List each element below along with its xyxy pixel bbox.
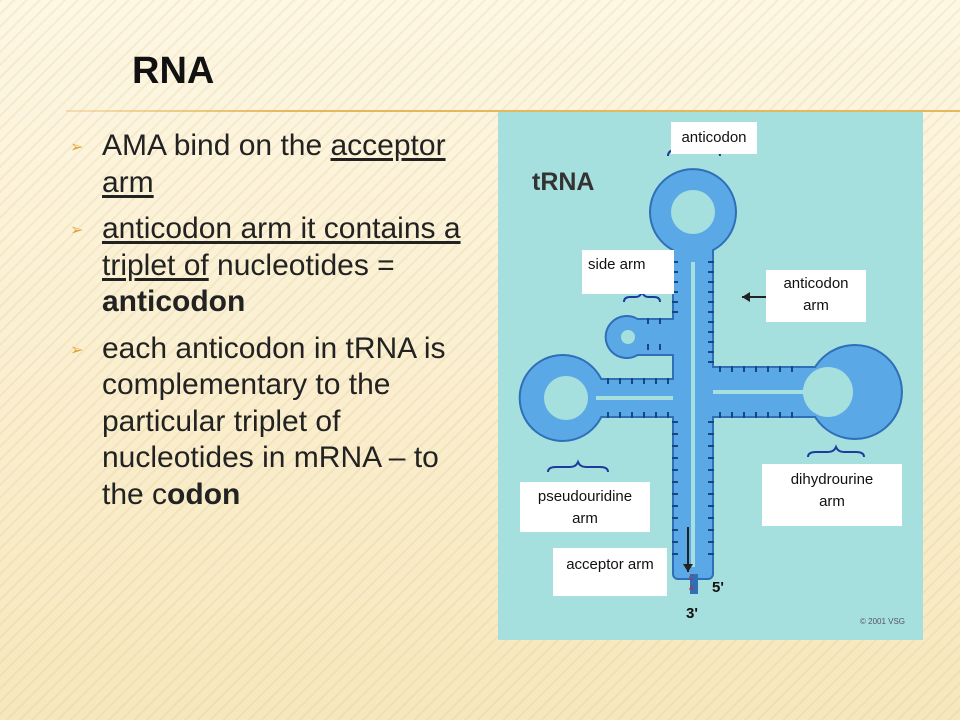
bullet-text: each anticodon in tRNA is complementary … — [102, 331, 446, 511]
three-prime-end: 3' — [686, 605, 698, 622]
cca-bases: A — [689, 585, 694, 592]
label-side-arm: side arm — [582, 250, 674, 294]
svg-text:arm: arm — [803, 297, 829, 314]
trna-diagram-svg: A C tRNA 5' 3' © 2001 VSG anticodon sid — [518, 122, 905, 626]
bullet-item: ➢ AMA bind on the acceptor arm — [64, 128, 472, 201]
bullet-item: ➢ each anticodon in tRNA is complementar… — [64, 331, 472, 514]
slide-title: RNA — [132, 50, 215, 92]
dihydrourine-loop-hole — [803, 367, 853, 417]
svg-text:anticodon: anticodon — [681, 129, 746, 146]
stem-groove — [596, 262, 813, 567]
svg-text:arm: arm — [572, 510, 598, 527]
svg-text:arm: arm — [819, 493, 845, 510]
arrow-bullet-icon: ➢ — [70, 341, 84, 359]
label-acceptor-arm: acceptor arm — [553, 548, 667, 596]
trna-diagram: A C tRNA 5' 3' © 2001 VSG anticodon sid — [498, 112, 923, 640]
trna-body — [520, 170, 901, 578]
label-anticodon: anticodon — [671, 122, 757, 154]
diagram-heading: tRNA — [532, 168, 595, 196]
pseudouridine-loop-hole — [544, 376, 588, 420]
five-prime-end: 5' — [712, 579, 724, 596]
bullet-text: anticodon arm it contains a triplet of n… — [102, 212, 461, 318]
label-anticodon-arm: anticodon arm — [766, 270, 866, 322]
anticodon-loop-hole — [671, 190, 715, 234]
arrow-bullet-icon: ➢ — [70, 139, 84, 156]
svg-text:acceptor arm: acceptor arm — [566, 556, 654, 573]
bullet-list: ➢ AMA bind on the acceptor arm ➢ anticod… — [64, 128, 472, 523]
svg-text:pseudouridine: pseudouridine — [538, 488, 632, 505]
bullet-item: ➢ anticodon arm it contains a triplet of… — [64, 211, 472, 321]
cca-bases: C — [689, 575, 694, 582]
label-pseudouridine-arm: pseudouridine arm — [520, 482, 650, 532]
svg-text:anticodon: anticodon — [783, 275, 848, 292]
svg-text:dihydrourine: dihydrourine — [791, 471, 874, 488]
svg-text:side arm: side arm — [588, 256, 646, 273]
title-divider — [66, 110, 960, 112]
base-ticks — [607, 261, 793, 555]
side-arm-loop-hole — [621, 330, 635, 344]
trna-molecule: A C — [518, 168, 903, 594]
label-dihydrourine-arm: dihydrourine arm — [762, 464, 902, 526]
bullet-text: AMA bind on the acceptor arm — [102, 129, 446, 199]
copyright-notice: © 2001 VSG — [860, 617, 905, 626]
arrow-bullet-icon: ➢ — [70, 222, 84, 239]
